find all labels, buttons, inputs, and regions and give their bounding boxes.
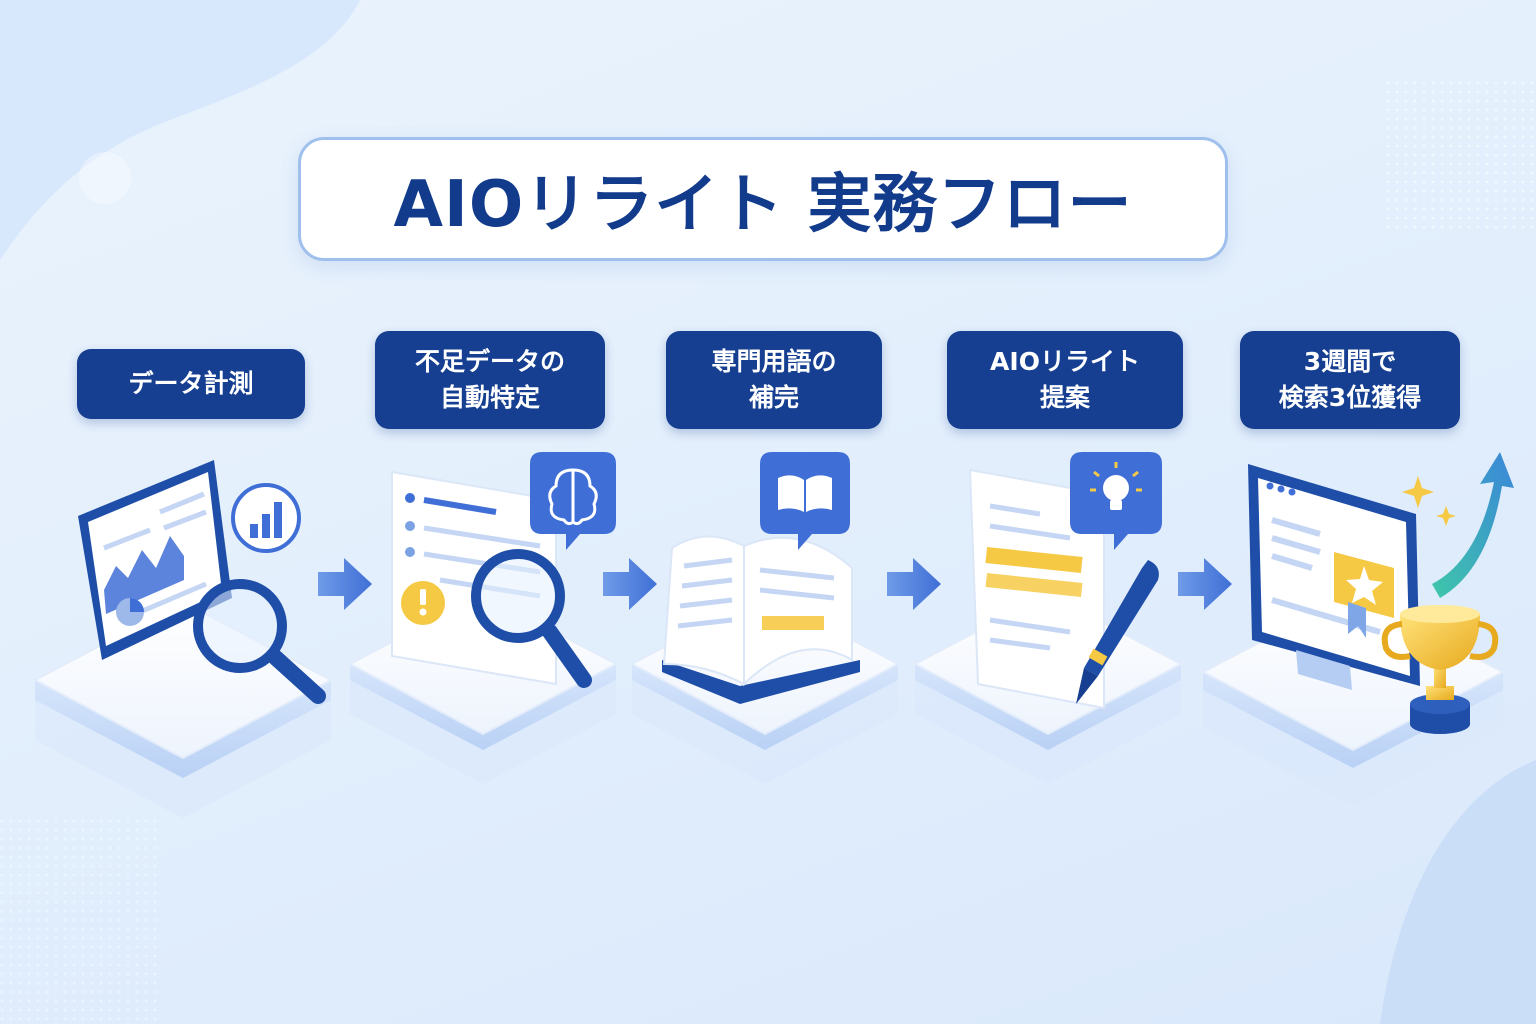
page-title: AIOリライト 実務フロー [393,168,1133,242]
flow-arrow-2 [603,558,657,610]
step-label-rank-achieved: 3週間で 検索3位獲得 [1240,331,1460,429]
step-label-aio-rewrite: AIOリライト 提案 [947,331,1183,429]
step-label-data-measurement: データ計測 [77,349,305,419]
trophy-icon [1381,605,1499,734]
warning-icon [401,581,445,625]
step-label-line2: 自動特定 [439,383,540,412]
step-label-line1: AIOリライト [990,347,1140,376]
title-box: AIOリライト 実務フロー [298,137,1228,261]
proposal-document-icon [968,468,1105,710]
sparkle-icon [1402,476,1456,526]
star-badge-icon [1334,552,1394,638]
platform-1 [32,600,334,818]
analytics-monitor-icon [78,460,232,660]
step-label-missing-data: 不足データの 自動特定 [375,331,605,429]
step-label-line1: 不足データの [414,347,565,376]
bar-chart-icon [231,483,301,553]
step-label-line2: 提案 [1039,383,1090,412]
step-label-line2: 検索3位獲得 [1278,383,1422,412]
step-label-line2: 補完 [748,383,799,412]
magnifier-icon-2 [471,549,592,688]
growth-arrow-icon [1432,452,1514,598]
flow-arrow-1 [318,558,372,610]
book-badge-icon [760,452,850,550]
magnifier-icon [193,579,326,704]
lightbulb-badge-icon [1070,452,1162,550]
brain-icon [530,452,616,550]
pen-icon [1076,560,1159,704]
flow-arrow-4 [1178,558,1232,610]
flow-arrow-3 [887,558,941,610]
step-label-line1: データ計測 [128,369,254,398]
step-label-term-completion: 専門用語の 補完 [666,331,882,429]
step-label-line1: 専門用語の [711,347,837,376]
open-book-icon [662,535,860,704]
step-label-line1: 3週間で [1303,347,1397,376]
